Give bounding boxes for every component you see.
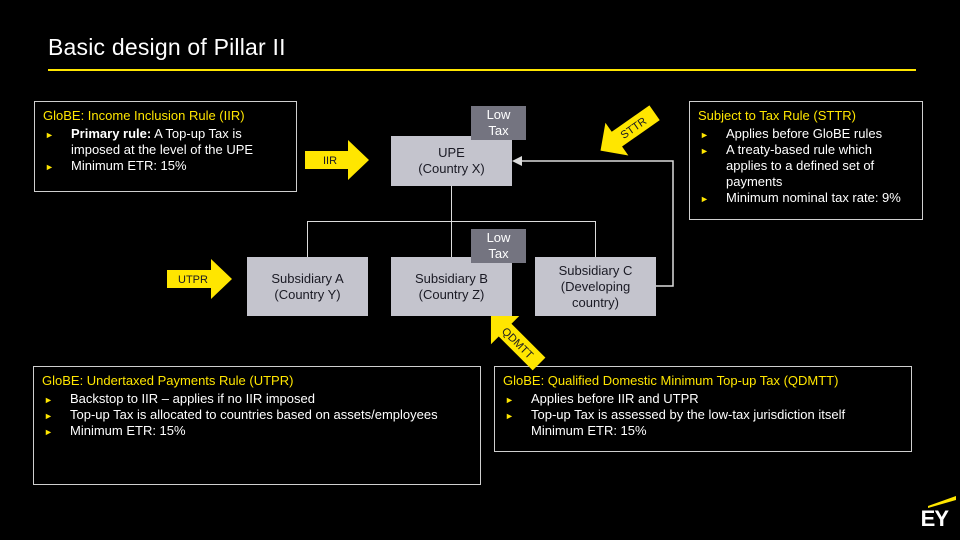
utpr-item-1-text: Backstop to IIR – applies if no IIR impo… xyxy=(70,391,315,406)
subsidiary-c-box: Subsidiary C (Developing country) xyxy=(535,257,656,316)
connector-sub-a xyxy=(307,221,308,257)
qdmtt-panel-title: GloBE: Qualified Domestic Minimum Top-up… xyxy=(503,373,839,388)
sttr-connector-line xyxy=(520,160,674,287)
qdmtt-item-3-text: Minimum ETR: 15% xyxy=(531,423,647,438)
utpr-item-3-text: Minimum ETR: 15% xyxy=(70,423,186,438)
sttr-item-2-text: A treaty-based rule which applies to a d… xyxy=(726,142,875,189)
utpr-panel-title: GloBE: Undertaxed Payments Rule (UTPR) xyxy=(42,373,294,388)
low-tax-label-upe: Low Tax xyxy=(486,107,511,138)
upe-label: UPE (Country X) xyxy=(418,145,485,176)
sttr-panel: Subject to Tax Rule (STTR) Applies befor… xyxy=(689,101,923,220)
iir-item-1-text: Primary rule: A Top-up Tax is imposed at… xyxy=(71,126,254,157)
utpr-item-1: Backstop to IIR – applies if no IIR impo… xyxy=(42,391,472,408)
iir-item-2: Minimum ETR: 15% xyxy=(43,158,288,175)
slide-title: Basic design of Pillar II xyxy=(48,34,286,60)
utpr-item-2-text: Top-up Tax is allocated to countries bas… xyxy=(70,407,438,422)
subsidiary-b-label: Subsidiary B (Country Z) xyxy=(415,270,488,302)
low-tax-label-sub-b: Low Tax xyxy=(486,230,511,261)
subsidiary-a-box: Subsidiary A (Country Y) xyxy=(247,257,368,316)
iir-arrow-icon: IIR xyxy=(305,140,369,180)
sttr-item-3-text: Minimum nominal tax rate: 9% xyxy=(726,190,901,205)
iir-panel: GloBE: Income Inclusion Rule (IIR) Prima… xyxy=(34,101,297,192)
sttr-item-2: A treaty-based rule which applies to a d… xyxy=(698,142,914,190)
title-underline xyxy=(48,69,916,71)
ey-logo: EY xyxy=(920,506,949,531)
utpr-arrow-icon: UTPR xyxy=(167,259,232,299)
ey-logo-mark-icon xyxy=(928,496,956,508)
connector-sub-b xyxy=(451,221,452,257)
subsidiary-b-box: Subsidiary B (Country Z) xyxy=(391,257,512,316)
iir-item-1: Primary rule: A Top-up Tax is imposed at… xyxy=(43,126,288,158)
subsidiary-a-label: Subsidiary A (Country Y) xyxy=(271,270,344,302)
qdmtt-item-2-text: Top-up Tax is assessed by the low-tax ju… xyxy=(531,407,846,422)
qdmtt-item-1-text: Applies before IIR and UTPR xyxy=(531,391,699,406)
qdmtt-item-3: Minimum ETR: 15% xyxy=(503,423,903,439)
qdmtt-arrow-icon: QDMTT xyxy=(490,315,546,371)
sttr-panel-title: Subject to Tax Rule (STTR) xyxy=(698,108,856,123)
connector-upe-down xyxy=(451,186,452,222)
subsidiary-c-label: Subsidiary C (Developing country) xyxy=(558,262,633,310)
sttr-connector-arrowhead-icon xyxy=(512,156,522,166)
qdmtt-panel: GloBE: Qualified Domestic Minimum Top-up… xyxy=(494,366,912,452)
sttr-item-3: Minimum nominal tax rate: 9% xyxy=(698,190,914,207)
iir-item-1-emphasis: Primary rule: xyxy=(71,126,152,141)
low-tax-badge-sub-b: Low Tax xyxy=(471,229,526,263)
connector-sub-c xyxy=(595,221,596,257)
utpr-item-3: Minimum ETR: 15% xyxy=(42,423,472,440)
utpr-panel: GloBE: Undertaxed Payments Rule (UTPR) B… xyxy=(33,366,481,485)
qdmtt-item-1: Applies before IIR and UTPR xyxy=(503,391,903,408)
iir-item-2-text: Minimum ETR: 15% xyxy=(71,158,187,173)
iir-panel-title: GloBE: Income Inclusion Rule (IIR) xyxy=(43,108,245,123)
sttr-item-1-text: Applies before GloBE rules xyxy=(726,126,883,141)
iir-arrow-label: IIR xyxy=(323,155,337,167)
upe-box: UPE (Country X) xyxy=(391,136,512,186)
utpr-arrow-label: UTPR xyxy=(178,274,208,286)
sttr-item-1: Applies before GloBE rules xyxy=(698,126,914,143)
qdmtt-item-2: Top-up Tax is assessed by the low-tax ju… xyxy=(503,407,903,424)
sttr-arrow-icon: STTR xyxy=(600,105,660,156)
low-tax-badge-upe: Low Tax xyxy=(471,106,526,140)
utpr-item-2: Top-up Tax is allocated to countries bas… xyxy=(42,407,472,424)
